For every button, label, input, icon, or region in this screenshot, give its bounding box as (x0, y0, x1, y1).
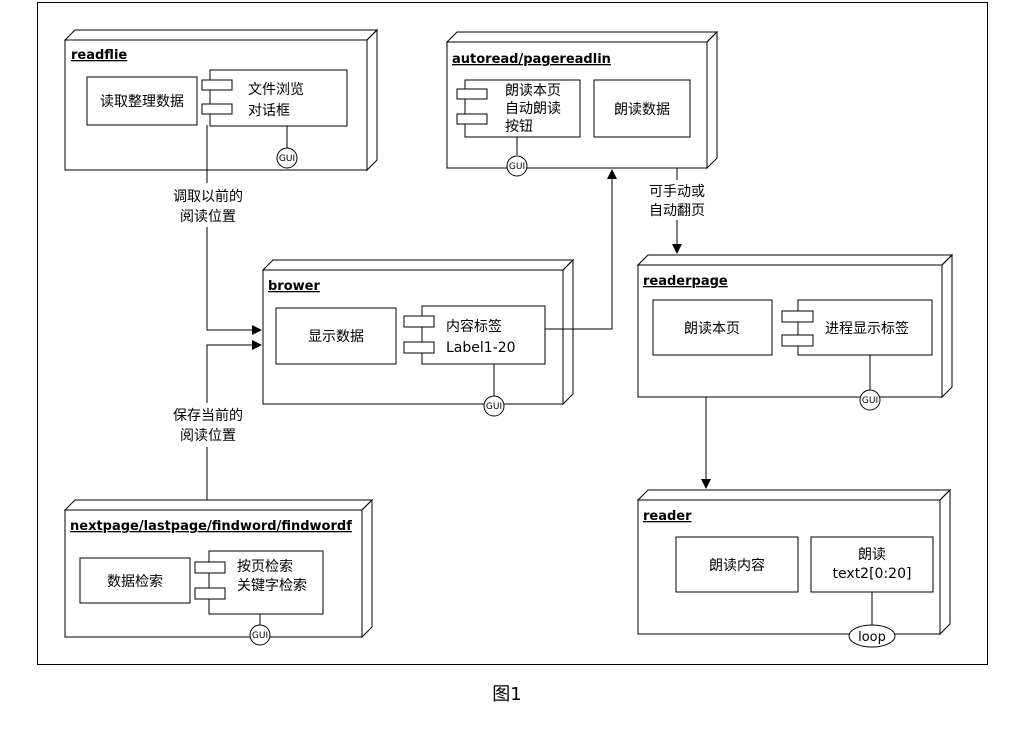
process-label-line1: 朗读 (858, 546, 886, 563)
figure-caption: 图1 (492, 684, 522, 705)
component-port (403, 341, 435, 354)
node-title: brower (268, 279, 320, 294)
interface-label: GUI (509, 162, 525, 172)
edge-nextpage-brower (206, 340, 262, 500)
edge-label-line1: 保存当前的 (173, 407, 243, 424)
node-nextpage: nextpage/lastpage/findword/findwordf 数据检… (63, 498, 374, 646)
node-brower: brower 显示数据 内容标签 Label1-20 GUI (261, 258, 575, 417)
edge-label-line2: 自动翻页 (649, 203, 705, 219)
interface-label: GUI (486, 402, 502, 412)
component-port (201, 79, 233, 91)
component-label-line2: Label1-20 (446, 340, 516, 356)
component-port (781, 334, 814, 347)
component-box (421, 305, 546, 365)
deployment-diagram: readflie 读取整理数据 文件浏览 对话框 GUI autoread/pa… (63, 28, 954, 648)
interface-circle (249, 624, 271, 646)
edge-label-line2: 阅读位置 (180, 208, 236, 225)
node-readflie: readflie 读取整理数据 文件浏览 对话框 GUI (63, 28, 379, 172)
interface-circle (506, 155, 528, 177)
artifact-box (79, 557, 191, 604)
component-port (456, 113, 488, 125)
component-label-line3: 按钮 (505, 119, 533, 135)
component-label: 进程显示标签 (825, 320, 909, 337)
node-reader: reader 朗读内容 朗读 text2[0:20] loop (636, 488, 952, 648)
component-box (797, 299, 933, 356)
edge-label-line1: 可手动或 (649, 184, 705, 200)
node-title: readflie (71, 48, 127, 63)
interface-label: GUI (252, 631, 268, 641)
artifact-box (86, 76, 198, 126)
edge-label-line2: 阅读位置 (180, 427, 236, 444)
node-title: autoread/pagereadlin (452, 52, 611, 67)
artifact-label: 朗读内容 (709, 557, 765, 574)
component-label-line1: 内容标签 (446, 318, 502, 335)
component-port (194, 561, 226, 574)
node-title: reader (643, 509, 692, 524)
process-box (810, 536, 934, 593)
interface-circle (276, 147, 298, 169)
component-port (781, 310, 814, 323)
node-readerpage: readerpage 朗读本页 进程显示标签 GUI (636, 253, 954, 411)
component-port (403, 315, 435, 328)
artifact-box (275, 307, 397, 365)
component-label-line2: 对话框 (248, 103, 290, 119)
component-label-line1: 按页检索 (237, 558, 293, 575)
component-port (194, 587, 226, 600)
component-port (201, 103, 233, 115)
interface-circle (859, 389, 881, 411)
interface-label: GUI (862, 396, 878, 406)
artifact-box (652, 299, 773, 356)
artifact-label: 数据检索 (107, 573, 163, 590)
component-label-line1: 文件浏览 (248, 82, 304, 98)
component-label-line1: 朗读本页 (505, 82, 561, 99)
diagram-frame (37, 2, 988, 665)
edge-brower-autoread (545, 169, 617, 330)
component-label-line2: 关键字检索 (237, 577, 307, 594)
node-title: nextpage/lastpage/findword/findwordf (70, 519, 352, 534)
component-box (208, 550, 324, 615)
artifact-label: 显示数据 (308, 329, 364, 345)
loop-label: loop (858, 630, 886, 645)
component-label-line2: 自动朗读 (505, 100, 561, 117)
interface-label: GUI (279, 154, 295, 164)
artifact-box (675, 536, 799, 593)
interface-circle (483, 395, 505, 417)
artifact-label: 朗读本页 (684, 320, 740, 337)
artifact-label: 朗读数据 (614, 101, 670, 118)
process-label-line2: text2[0:20] (833, 566, 912, 582)
node-autoread: autoread/pagereadlin 朗读本页 自动朗读 按钮 朗读数据 G… (445, 30, 719, 177)
artifact-label: 读取整理数据 (100, 93, 184, 110)
component-box (209, 69, 348, 127)
artifact-box (593, 79, 691, 138)
node-title: readerpage (643, 274, 728, 289)
component-port (456, 88, 488, 100)
edge-label-line1: 调取以前的 (173, 188, 243, 205)
loop-ellipse (848, 624, 896, 648)
